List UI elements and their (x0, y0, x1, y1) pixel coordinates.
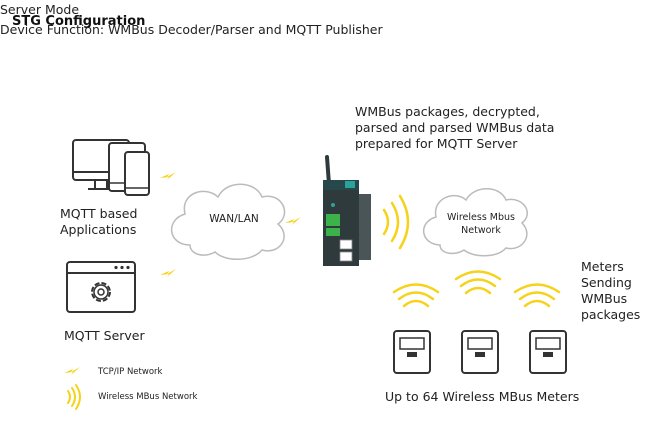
mqtt-apps-label-line: MQTT based (60, 206, 138, 221)
wireless-cloud (423, 188, 528, 257)
legend-wmbus: Wireless MBus Network (98, 392, 198, 402)
gateway-note-line: WMBus packages, decrypted, (355, 104, 540, 119)
wave-icon (382, 194, 410, 250)
lightning-icon (64, 367, 80, 375)
wan-cloud (170, 183, 286, 260)
mqtt-server-label: MQTT Server (64, 328, 145, 343)
wave-icon (513, 283, 561, 308)
gateway-note-line: prepared for MQTT Server (355, 136, 518, 151)
meters-note-line: WMBus (581, 291, 628, 306)
wireless-cloud-label-line: Wireless Mbus (447, 212, 515, 223)
wave-icon (67, 384, 81, 410)
phone-icon (124, 151, 150, 196)
gateway-note-line: parsed and parsed WMBus data (355, 120, 555, 135)
wave-icon (392, 283, 440, 308)
bullet-server-mode: Server Mode (0, 0, 670, 20)
lightning-icon (160, 269, 176, 277)
mqtt-apps-label: MQTT based Applications (60, 206, 137, 238)
wan-cloud-label: WAN/LAN (209, 213, 259, 225)
lightning-icon (285, 217, 301, 225)
meters-note-line: packages (581, 307, 641, 322)
legend-tcpip: TCP/IP Network (98, 367, 163, 377)
gateway-note: WMBus packages, decrypted, parsed and pa… (355, 104, 554, 152)
mqtt-apps-label-line: Applications (60, 222, 137, 237)
meter-icon (529, 330, 567, 374)
gear-icon (91, 282, 111, 302)
meter-icon (461, 330, 499, 374)
wireless-cloud-label: Wireless Mbus Network (441, 211, 521, 237)
meters-note-line: Meters (581, 259, 624, 274)
meters-note-line: Sending (581, 275, 632, 290)
bullet-device-function: Device Function: WMBus Decoder/Parser an… (0, 20, 670, 40)
meters-note: Meters Sending WMBus packages (581, 259, 640, 323)
meters-caption: Up to 64 Wireless MBus Meters (385, 389, 580, 404)
lightning-icon (160, 172, 176, 180)
config-bullets: Server Mode Device Function: WMBus Decod… (0, 0, 670, 40)
wave-icon (454, 270, 502, 295)
wireless-cloud-label-line: Network (461, 225, 501, 236)
gateway-device (323, 155, 371, 266)
meter-icon (393, 330, 431, 374)
